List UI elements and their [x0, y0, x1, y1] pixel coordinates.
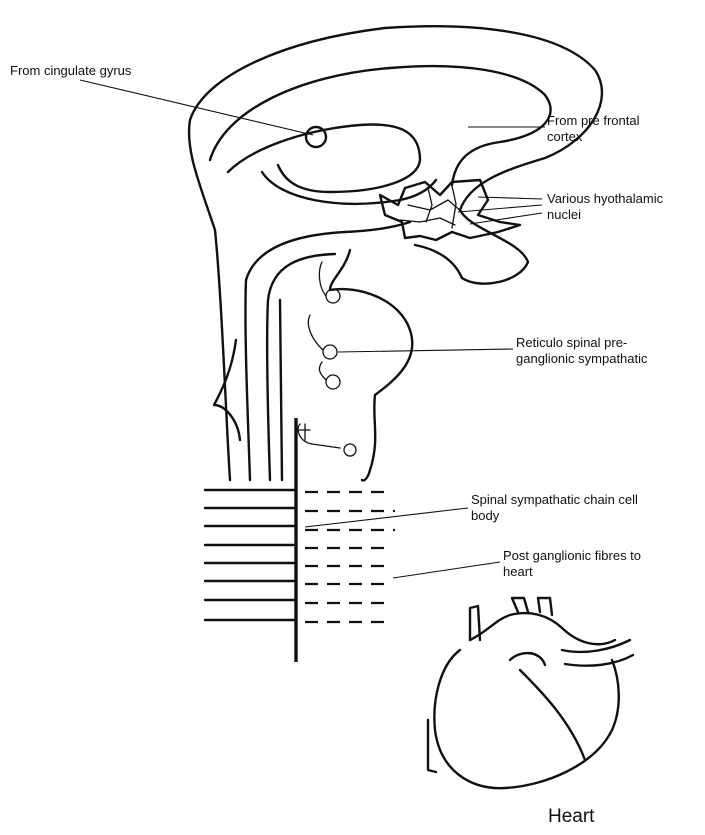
fornix-curve: [262, 172, 436, 204]
inner-fold: [228, 124, 420, 192]
label-cingulate: From cingulate gyrus: [10, 62, 131, 79]
label-reticulo-line2: ganglionic sympathatic: [516, 350, 648, 367]
hypothalamic-cluster: [380, 180, 520, 240]
label-prefrontal-line2: cortex: [547, 128, 582, 145]
label-post-line2: heart: [503, 563, 533, 580]
label-hypothalamic-line2: nuclei: [547, 206, 581, 223]
reticulo-neurons: [296, 262, 356, 456]
label-hypothalamic-line1: Various hyothalamic: [547, 190, 663, 207]
label-heart: Heart: [548, 806, 594, 828]
label-post-line1: Post ganglionic fibres to: [503, 547, 641, 564]
label-chain-line1: Spinal sympathatic chain cell: [471, 491, 638, 508]
label-prefrontal-line1: From pre frontal: [547, 112, 639, 129]
pons-outline: [330, 250, 412, 481]
brain-outline: [189, 26, 602, 480]
cingulate-nucleus: [306, 127, 326, 147]
chain-fibres: [205, 490, 395, 622]
cord-edge: [280, 300, 282, 480]
label-reticulo-line1: Reticulo spinal pre-: [516, 334, 627, 351]
heart-drawing: [428, 598, 633, 788]
label-chain-line2: body: [471, 507, 499, 524]
